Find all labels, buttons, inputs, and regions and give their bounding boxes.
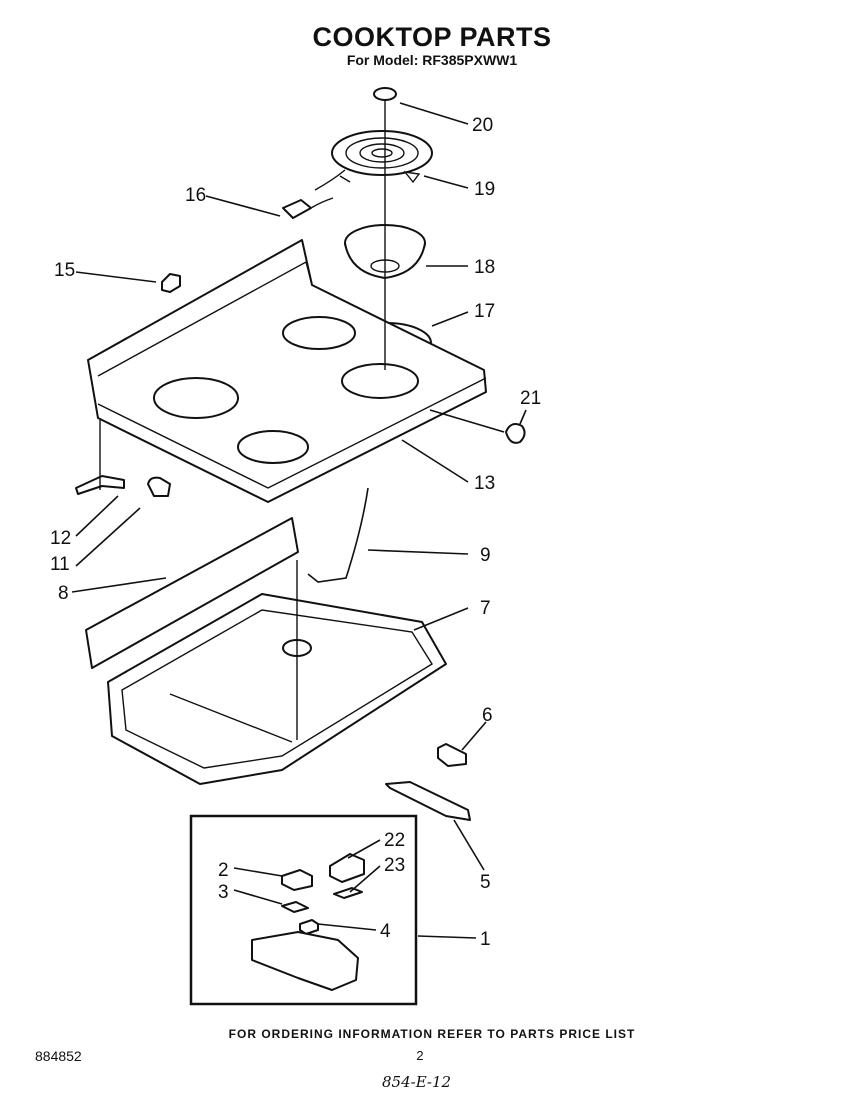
part-13-cooktop xyxy=(87,239,487,503)
part-16-terminal-block xyxy=(282,197,334,219)
part-15-clip xyxy=(161,273,181,293)
callout-17: 17 xyxy=(474,301,495,322)
document-number: 884852 xyxy=(35,1048,82,1064)
page-title: COOKTOP PARTS xyxy=(312,22,552,52)
callout-21: 21 xyxy=(520,388,541,409)
part-21-grommet xyxy=(505,423,526,444)
part-6-bracket xyxy=(437,743,467,767)
part-20-cap xyxy=(373,87,397,101)
callout-9: 9 xyxy=(480,545,491,566)
callout-22: 22 xyxy=(384,830,405,851)
part-19-surface-element xyxy=(314,130,433,191)
part-11-spacer xyxy=(147,476,171,497)
callout-15: 15 xyxy=(54,260,75,281)
callout-16: 16 xyxy=(185,185,206,206)
handwritten-note: 854-E-12 xyxy=(382,1073,452,1091)
callout-20: 20 xyxy=(472,115,493,136)
page-number: 2 xyxy=(416,1048,424,1063)
part-7-burner-box xyxy=(107,593,447,785)
callout-3: 3 xyxy=(218,882,229,903)
ordering-note: FOR ORDERING INFORMATION REFER TO PARTS … xyxy=(228,1027,636,1041)
callout-5: 5 xyxy=(480,872,491,893)
callout-8: 8 xyxy=(58,583,69,604)
callout-7: 7 xyxy=(480,598,491,619)
part-5-brace xyxy=(385,781,471,821)
model-subtitle: For Model: RF385PXWW1 xyxy=(346,52,518,68)
callout-13: 13 xyxy=(474,473,495,494)
callout-1: 1 xyxy=(480,929,491,950)
part-1-switch-assembly xyxy=(251,931,359,991)
leader-lines xyxy=(71,102,527,939)
callout-11: 11 xyxy=(50,554,70,575)
part-9-support-rod xyxy=(307,487,369,583)
callout-19: 19 xyxy=(474,179,495,200)
part-4-clip xyxy=(299,919,319,935)
callout-18: 18 xyxy=(474,257,495,278)
part-2-switch xyxy=(281,869,313,891)
part-22-switch xyxy=(329,853,365,883)
part-8-rear-panel xyxy=(85,517,299,669)
part-23-plate xyxy=(333,887,363,899)
part-1-assembly-box xyxy=(189,814,418,1006)
callout-23: 23 xyxy=(384,855,405,876)
callout-4: 4 xyxy=(380,921,391,942)
callout-2: 2 xyxy=(218,860,229,881)
part-3-plate xyxy=(281,901,309,913)
callout-6: 6 xyxy=(482,705,493,726)
callout-12: 12 xyxy=(50,528,71,549)
